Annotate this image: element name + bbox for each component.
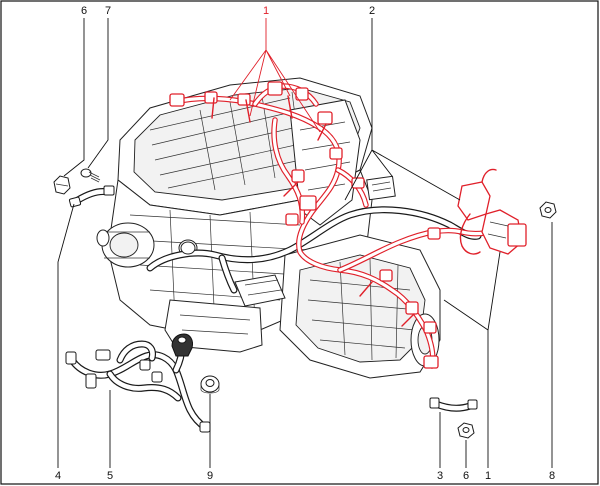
leader-lines bbox=[57, 18, 553, 468]
black-cable-run bbox=[146, 206, 482, 294]
battery-cable-harness bbox=[65, 333, 211, 433]
callout-1-top: 1 bbox=[263, 5, 269, 17]
nut-part-6-top bbox=[53, 175, 71, 195]
callout-6-top: 6 bbox=[81, 5, 87, 17]
screw-part-7 bbox=[80, 168, 101, 183]
nut-part-8 bbox=[539, 201, 557, 219]
nut-part-6-bottom bbox=[457, 422, 475, 439]
callout-2: 2 bbox=[369, 5, 375, 17]
engine-wiring-harness bbox=[169, 81, 527, 369]
callout-6-bottom: 6 bbox=[463, 470, 469, 482]
callout-9: 9 bbox=[207, 470, 213, 482]
callout-7: 7 bbox=[105, 5, 111, 17]
callout-8: 8 bbox=[549, 470, 555, 482]
engine-assembly bbox=[96, 77, 441, 379]
callout-4: 4 bbox=[55, 470, 61, 482]
ground-strap-part-4 bbox=[68, 185, 115, 208]
callout-5: 5 bbox=[107, 470, 113, 482]
grommet-part-9 bbox=[200, 375, 220, 394]
callout-3: 3 bbox=[437, 470, 443, 482]
callout-1-bottom: 1 bbox=[485, 470, 491, 482]
ground-strap-part-3 bbox=[429, 397, 478, 412]
callout-labels: 1 2 6 7 8 4 5 9 3 6 1 bbox=[55, 5, 555, 482]
